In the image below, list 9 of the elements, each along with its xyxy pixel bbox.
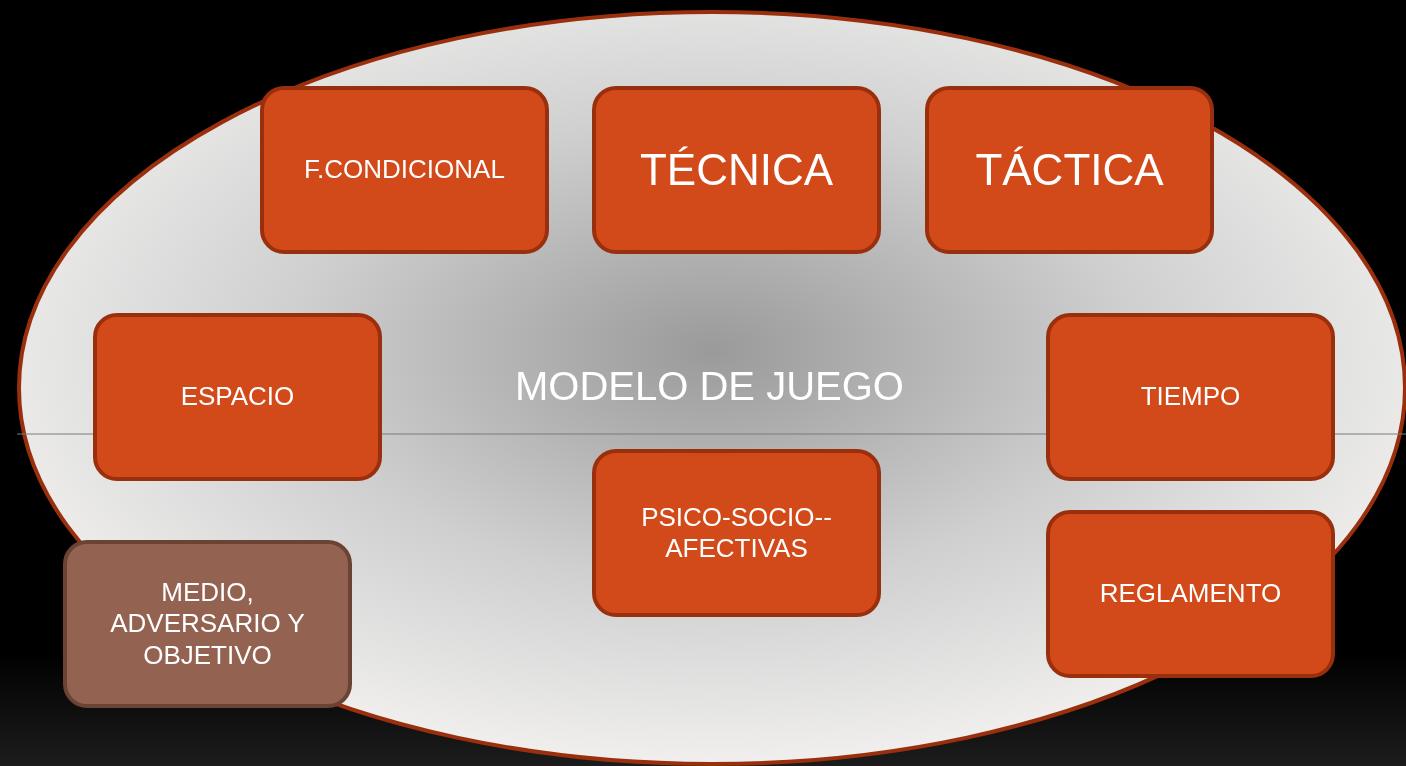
topic-box: REGLAMENTO	[1046, 510, 1335, 678]
topic-box: TIEMPO	[1046, 313, 1335, 481]
topic-box: TÁCTICA	[925, 86, 1214, 254]
ellipse-label: MODELO DE JUEGO	[515, 364, 904, 409]
topic-box: F.CONDICIONAL	[260, 86, 549, 254]
topic-box: MEDIO, ADVERSARIO Y OBJETIVO	[63, 540, 352, 708]
topic-box: TÉCNICA	[592, 86, 881, 254]
topic-box: PSICO-SOCIO-- AFECTIVAS	[592, 449, 881, 617]
topic-box: ESPACIO	[93, 313, 382, 481]
